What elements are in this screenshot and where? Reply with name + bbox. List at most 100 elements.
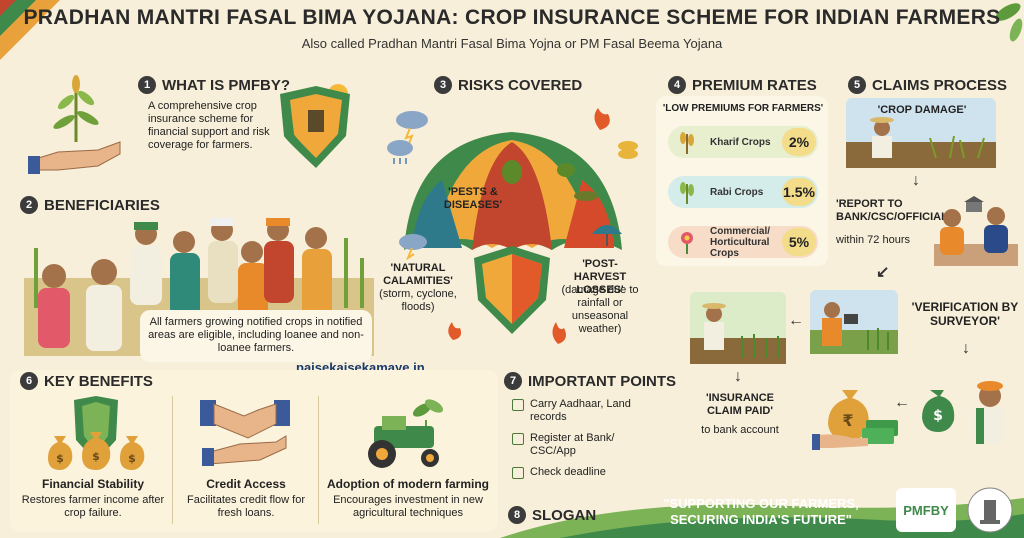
premium-label: Rabi Crops — [710, 186, 764, 198]
section-benefits-heading: 6 KEY BENEFITS — [20, 372, 153, 390]
section-number: 6 — [20, 372, 38, 390]
section-title: BENEFICIARIES — [44, 196, 160, 214]
list-item: Register at Bank/ CSC/App — [512, 432, 662, 458]
wheat-icon — [680, 132, 694, 154]
svg-text:$: $ — [56, 452, 64, 465]
section-title: SLOGAN — [532, 506, 597, 524]
report-title: 'REPORT TO BANK/CSC/OFFICIAL' — [836, 198, 951, 223]
section-title: PREMIUM RATES — [692, 76, 817, 94]
fire-icon — [552, 322, 566, 344]
premium-value: 5% — [782, 228, 816, 256]
tractor-icon — [368, 399, 444, 468]
fire-icon — [594, 108, 610, 130]
benefit-description: Facilitates credit flow for fresh loans. — [187, 494, 305, 519]
money-payment-icon: ₹ — [812, 390, 898, 450]
section-title: IMPORTANT POINTS — [528, 372, 677, 390]
benefit-description: Encourages investment in new agricultura… — [333, 494, 483, 519]
bank-official-illustration — [934, 196, 1018, 266]
premium-rate-rabi: Rabi Crops 1.5% — [668, 176, 818, 208]
farmer-receiving-money-icon: $ — [922, 381, 1006, 444]
arrow-left-icon: ← — [788, 312, 804, 329]
money-bags-shield-icon: $ $ $ — [48, 396, 145, 470]
premium-rate-kharif: Kharif Crops 2% — [668, 126, 818, 158]
svg-text:$: $ — [92, 450, 100, 463]
section-number: 1 — [138, 76, 156, 94]
slogan-text: "SUPPORTING OUR FARMERS, SECURING INDIA'… — [663, 496, 859, 527]
premium-value: 1.5% — [782, 178, 816, 206]
section-number: 2 — [20, 196, 38, 214]
verification-label: 'VERIFICATION BY SURVEYOR' — [911, 300, 1019, 328]
arrow-down-icon: ↓ — [962, 340, 970, 357]
section-number: 8 — [508, 506, 526, 524]
section-what-heading: 1 WHAT IS PMFBY? — [138, 76, 290, 94]
slogan-banner — [500, 498, 1024, 538]
pmfby-logo: PMFBY — [896, 488, 956, 532]
points-list: Carry Aadhaar, Land records Register at … — [512, 398, 662, 484]
section-risks-heading: 3 RISKS COVERED — [434, 76, 582, 94]
section-points-heading: 7 IMPORTANT POINTS — [504, 372, 676, 390]
crop-damage-label: 'CROP DAMAGE' — [877, 104, 967, 116]
post-harvest-desc: (damage due to rainfall or unseasonal we… — [561, 284, 639, 335]
benefit-title: Financial Stability — [41, 477, 145, 491]
leaf-decoration-icon — [995, 3, 1023, 42]
pests-label: 'PESTS & DISEASES' — [443, 186, 503, 211]
natural-calamities-title: 'NATURAL CALAMITIES' — [383, 262, 453, 287]
premium-label: Kharif Crops — [710, 136, 771, 148]
page-subtitle: Also called Pradhan Mantri Fasal Bima Yo… — [301, 36, 723, 51]
page-title: PRADHAN MANTRI FASAL BIMA YOJANA: CROP I… — [23, 6, 1001, 29]
section-beneficiaries-heading: 2 BENEFICIARIES — [20, 196, 160, 214]
svg-text:₹: ₹ — [842, 411, 853, 430]
what-description: A comprehensive crop insurance scheme fo… — [148, 100, 270, 151]
svg-text:$: $ — [128, 452, 136, 465]
calendar-check-icon — [512, 467, 524, 479]
document-icon — [512, 399, 524, 411]
premium-label: Commercial/ Horticultural Crops — [710, 225, 771, 259]
section-title: RISKS COVERED — [458, 76, 583, 94]
list-item: Carry Aadhaar, Land records — [512, 398, 662, 424]
register-icon — [512, 433, 524, 445]
flower-icon — [681, 232, 693, 254]
rabi-crop-icon — [680, 182, 694, 204]
benefit-title: Credit Access — [206, 477, 286, 491]
section-slogan-heading: 8 SLOGAN — [508, 506, 596, 524]
corner-pattern — [0, 0, 60, 60]
storm-cloud-icon — [396, 111, 428, 147]
svg-text:$: $ — [933, 408, 943, 424]
divider — [318, 396, 319, 524]
section-number: 3 — [434, 76, 452, 94]
beneficiaries-text-panel: All farmers growing notified crops in no… — [140, 310, 372, 362]
rain-cloud-icon — [387, 140, 413, 164]
section-claims-heading: 5 CLAIMS PROCESS — [848, 76, 1007, 94]
benefit-description: Restores farmer income after crop failur… — [21, 494, 165, 519]
premium-value: 2% — [782, 128, 816, 156]
surveyor-scene — [810, 290, 898, 354]
lightning-cloud-icon — [399, 234, 427, 260]
post-harvest-title: 'POST-HARVEST LOSSES' — [573, 258, 627, 296]
list-item: Check deadline — [512, 466, 662, 479]
rain-umbrella-icon — [592, 225, 622, 246]
hand-with-plant-icon — [28, 75, 121, 174]
bank-building-icon — [964, 196, 984, 212]
report-subtitle: within 72 hours — [836, 234, 910, 246]
beneficiaries-description: All farmers growing notified crops in no… — [148, 316, 364, 354]
section-number: 5 — [848, 76, 866, 94]
farmer-field-scene — [690, 292, 786, 364]
claim-paid-subtitle: to bank account — [701, 424, 779, 436]
emblem-shield-icon — [280, 84, 350, 168]
coins-icon — [618, 141, 638, 159]
arrow-left-icon: ← — [894, 394, 910, 411]
arrow-down-icon: ↓ — [734, 368, 742, 385]
handshake-icon — [200, 400, 290, 466]
section-title: CLAIMS PROCESS — [872, 76, 1008, 94]
government-emblem-icon — [967, 487, 1013, 533]
benefit-title: Adoption of modern farming — [327, 477, 489, 491]
section-number: 7 — [504, 372, 522, 390]
claim-paid-title: 'INSURANCE CLAIM PAID' — [705, 392, 774, 417]
divider — [172, 396, 173, 524]
section-number: 4 — [668, 76, 686, 94]
fire-cloud-icon — [448, 322, 462, 340]
crop-damage-scene — [846, 98, 996, 168]
premium-subtitle: 'LOW PREMIUMS FOR FARMERS' — [662, 103, 824, 114]
section-title: KEY BENEFITS — [44, 372, 153, 390]
natural-calamities-desc: (storm, cyclone, floods) — [379, 288, 457, 313]
